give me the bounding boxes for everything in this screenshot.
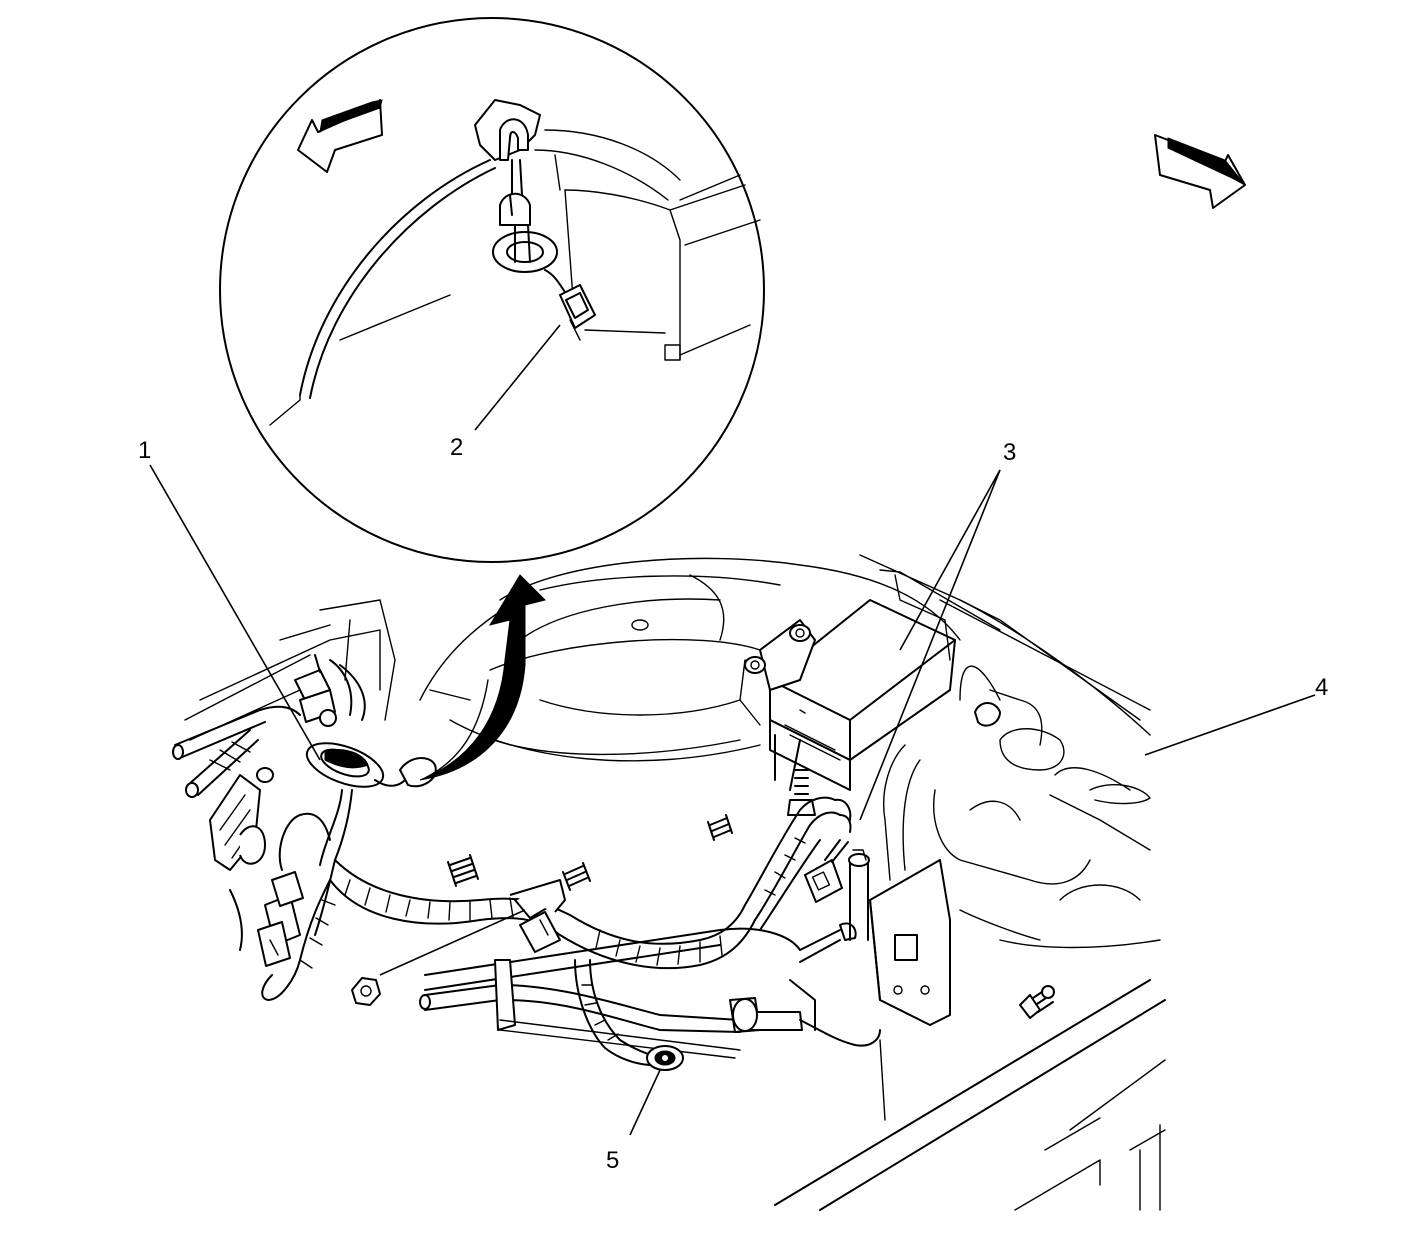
wiring-harness <box>257 742 852 1001</box>
detail-view-inset <box>219 17 765 563</box>
engine-compartment-background <box>172 554 1166 1211</box>
callout-5-label: 5 <box>606 1147 619 1174</box>
stud-right <box>707 814 733 841</box>
curved-detail-arrow-icon <box>419 574 546 781</box>
leader-lines <box>149 324 1316 1136</box>
front-direction-arrow-icon <box>297 99 383 173</box>
callout-1-label: 1 <box>138 437 151 464</box>
ground-eyelet <box>646 1045 684 1071</box>
hex-nut <box>351 977 381 1006</box>
callout-3-label: 3 <box>1003 439 1016 466</box>
grommet <box>305 742 437 788</box>
callout-2-label: 2 <box>450 434 463 461</box>
callout-4-label: 4 <box>1315 674 1328 701</box>
stud-middle <box>562 862 591 891</box>
front-direction-arrow-icon <box>1154 134 1246 209</box>
lower-tubes <box>419 849 881 1071</box>
stud-left <box>447 854 479 887</box>
